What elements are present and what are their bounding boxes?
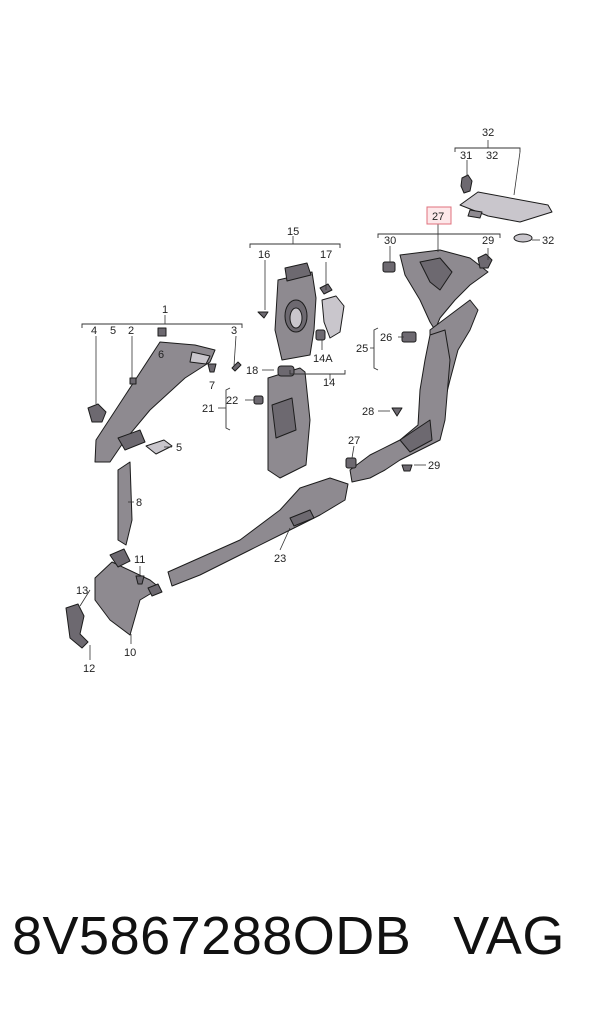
callout-8: 8 xyxy=(136,497,142,509)
part-30-panel xyxy=(459,174,553,243)
part-22-trim xyxy=(349,329,451,483)
callout-28: 30 xyxy=(384,235,396,247)
callout-labels: 32 31 32 32 27 30 29 15 16 17 26 25 14A … xyxy=(76,127,554,675)
parts-diagram: 32 31 32 32 27 30 29 15 16 17 26 25 14A … xyxy=(65,127,554,675)
callout-21: 23 xyxy=(274,553,286,565)
callout-15: 15 xyxy=(287,226,299,238)
callout-12: 12 xyxy=(83,663,95,675)
callout-32-right: 32 xyxy=(542,235,554,247)
callout-27: 27 xyxy=(432,211,444,223)
callout-14a: 14A xyxy=(313,353,333,365)
part-10-kickpanel xyxy=(94,548,163,636)
highlight-box-27 xyxy=(426,206,452,225)
callout-3: 3 xyxy=(231,325,237,337)
part-21-sill xyxy=(167,477,349,587)
callout-2: 2 xyxy=(128,325,134,337)
callout-19: 21 xyxy=(202,403,214,415)
callout-5-top: 5 xyxy=(110,325,116,337)
callout-26: 29 xyxy=(428,460,440,472)
leader-lines xyxy=(79,140,540,660)
callout-18: 18 xyxy=(246,365,258,377)
callout-17: 17 xyxy=(320,249,332,261)
part-1-apillar xyxy=(87,341,216,463)
callout-32-top: 32 xyxy=(486,150,498,162)
callout-6: 6 xyxy=(158,349,164,361)
callout-20: 22 xyxy=(226,395,238,407)
part-19-bpillar-lower xyxy=(267,365,311,479)
callout-10: 10 xyxy=(124,647,136,659)
callout-31: 31 xyxy=(460,150,472,162)
callout-29: 29 xyxy=(482,235,494,247)
callout-7: 7 xyxy=(209,380,215,392)
part-number: 8V5867288ODB xyxy=(12,906,412,966)
part-number-footer: 8V5867288ODB VAG xyxy=(12,905,565,967)
callout-11: 11 xyxy=(134,554,145,566)
small-fasteners xyxy=(129,283,413,585)
callout-30: 32 xyxy=(482,127,494,139)
callout-1: 1 xyxy=(162,304,168,316)
part-15-bpillar xyxy=(274,262,345,361)
part-8-strip xyxy=(117,461,133,546)
callout-25: 28 xyxy=(362,406,374,418)
brand-label: VAG xyxy=(453,906,565,966)
callout-5-right: 5 xyxy=(176,442,182,454)
callout-24: 27 xyxy=(348,435,360,447)
callout-16: 16 xyxy=(258,249,270,261)
callout-23: 26 xyxy=(380,332,392,344)
callout-13: 13 xyxy=(76,585,88,597)
callout-14: 14 xyxy=(323,377,335,389)
part-12-bracket xyxy=(65,603,89,649)
callout-4: 4 xyxy=(91,325,97,337)
callout-22: 25 xyxy=(356,343,368,355)
